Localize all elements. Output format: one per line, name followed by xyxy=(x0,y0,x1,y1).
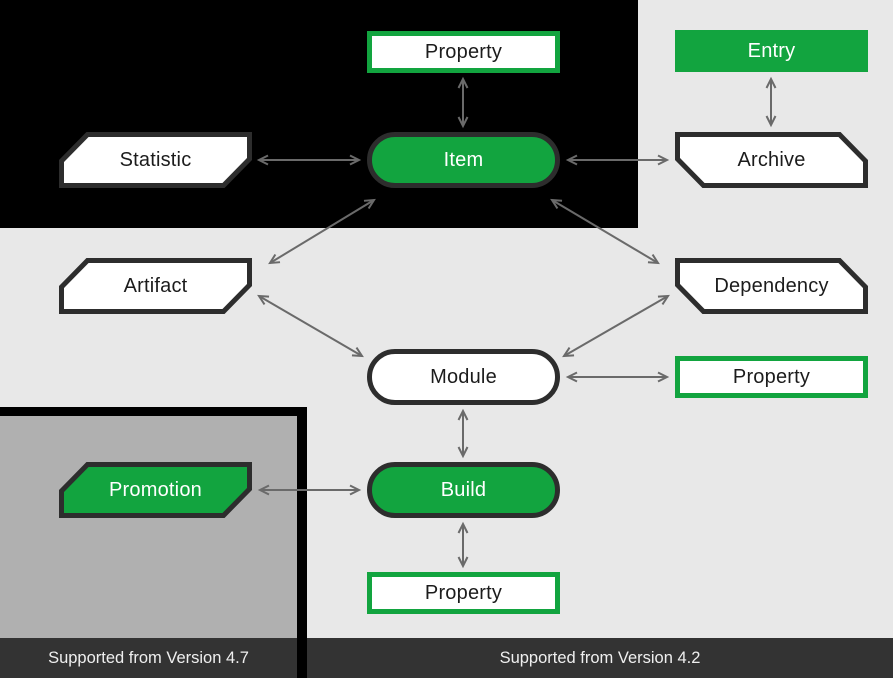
node-artifact: Artifact xyxy=(59,258,252,314)
node-label: Artifact xyxy=(123,274,188,297)
node-label: Build xyxy=(440,478,487,501)
footer-separator xyxy=(297,638,307,678)
footer-left-text: Supported from Version 4.7 xyxy=(48,648,249,667)
node-label: Property xyxy=(424,40,503,63)
node-label: Statistic xyxy=(119,148,192,171)
node-label: Archive xyxy=(737,148,806,171)
hexagon-right-shape xyxy=(675,132,868,188)
hexagon-left-shape xyxy=(59,258,252,314)
region-version-4-7-box xyxy=(0,407,307,638)
arrow-module-dependency xyxy=(562,294,670,358)
node-entry: Entry xyxy=(675,30,868,72)
node-label: Dependency xyxy=(714,274,829,297)
node-property-top: Property xyxy=(367,31,560,73)
node-item: Item xyxy=(367,132,560,188)
footer-version-4-7: Supported from Version 4.7 xyxy=(0,638,297,678)
node-property-bottom: Property xyxy=(367,572,560,614)
node-dependency: Dependency xyxy=(675,258,868,314)
node-archive: Archive xyxy=(675,132,868,188)
node-label: Property xyxy=(424,581,503,604)
node-label: Entry xyxy=(747,39,796,62)
node-property-right: Property xyxy=(675,356,868,398)
footer-version-4-2: Supported from Version 4.2 xyxy=(307,638,893,678)
node-label: Module xyxy=(430,365,497,388)
node-label: Property xyxy=(732,365,811,388)
node-module: Module xyxy=(367,349,560,405)
footer-right-text: Supported from Version 4.2 xyxy=(499,648,701,667)
node-statistic: Statistic xyxy=(59,132,252,188)
hexagon-left-shape xyxy=(59,132,252,188)
node-label: Item xyxy=(443,148,484,171)
node-build: Build xyxy=(367,462,560,518)
node-promotion: Promotion xyxy=(59,462,252,518)
node-label: Promotion xyxy=(109,478,202,501)
arrow-artifact-module xyxy=(257,294,364,358)
hexagon-right-shape xyxy=(675,258,868,314)
hexagon-left-shape xyxy=(59,462,252,518)
